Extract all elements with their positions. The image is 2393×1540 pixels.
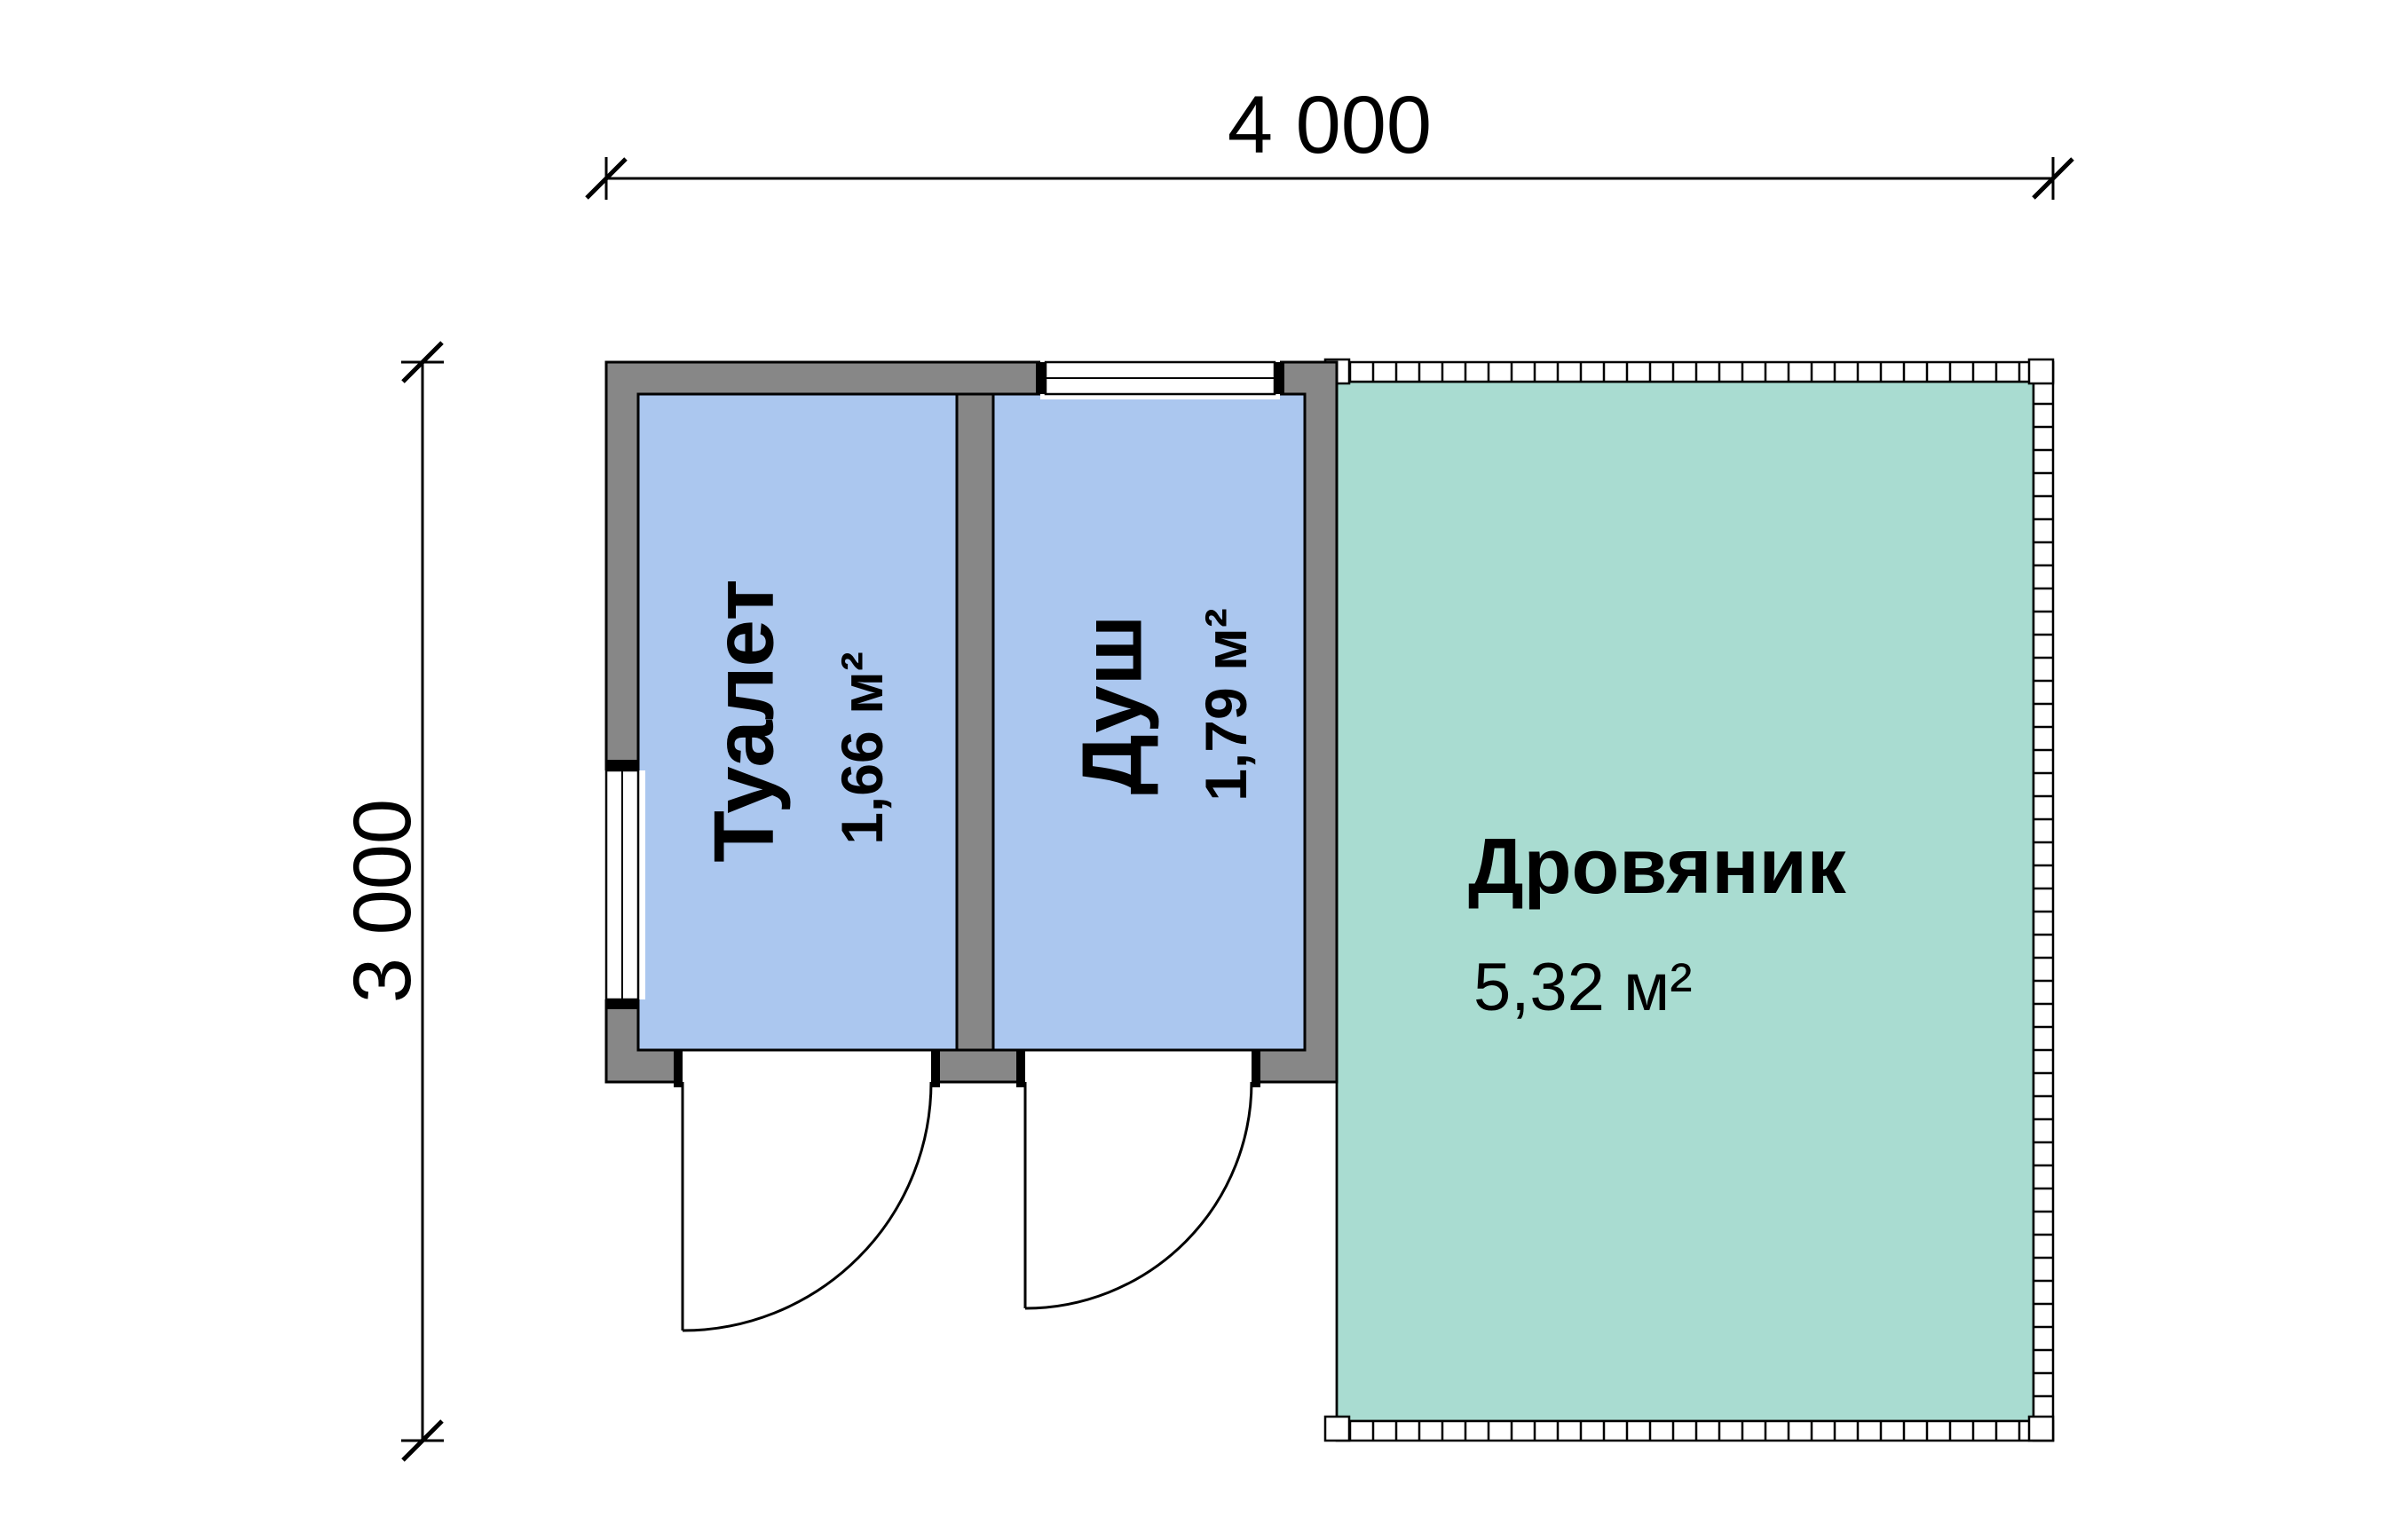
- dimension-width-label: 4 000: [1228, 80, 1432, 170]
- woodshed-corner-post: [1323, 1415, 1351, 1442]
- toilet-door-opening: [683, 1048, 931, 1087]
- door-jamb: [931, 1050, 940, 1087]
- woodshed-wall-right: [2032, 360, 2055, 1442]
- dimension-tick: [401, 1419, 444, 1462]
- dimension-height: [401, 341, 444, 1462]
- dimension-width: [585, 157, 2074, 200]
- toilet-door-swing-arc: [682, 1081, 933, 1332]
- shower-area-label: 1,79 м²: [1193, 608, 1259, 802]
- shower-floor: [991, 392, 1307, 1052]
- toilet-door: [681, 1081, 933, 1332]
- toilet-floor: [636, 392, 959, 1052]
- toilet-label: Туалет: [697, 579, 792, 862]
- woodshed-wall-top: [1335, 360, 2055, 383]
- dimension-height-label: 3 000: [337, 799, 428, 1003]
- window-jamb: [606, 760, 638, 770]
- door-jamb: [1016, 1050, 1025, 1087]
- window-jamb: [1275, 362, 1284, 394]
- woodshed-label: Дровяник: [1468, 822, 1847, 910]
- woodshed-corner-post: [2027, 1415, 2055, 1442]
- window-jamb: [606, 999, 638, 1009]
- top-window: [1036, 357, 1284, 399]
- dimension-tick: [401, 341, 444, 383]
- shower-door-opening: [1025, 1048, 1252, 1087]
- shower-door-swing-arc: [1024, 1081, 1253, 1310]
- dimension-tick: [2032, 157, 2074, 200]
- window-jamb: [1036, 362, 1046, 394]
- dimension-tick: [585, 157, 628, 200]
- room-woodshed: [1323, 358, 2055, 1442]
- shower-label: Душ: [1065, 615, 1160, 795]
- woodshed-floor: [1335, 380, 2035, 1423]
- building-block: [599, 357, 1339, 1332]
- woodshed-corner-post: [2027, 358, 2055, 385]
- woodshed-wall-bottom: [1335, 1419, 2055, 1442]
- shower-door: [1023, 1081, 1253, 1310]
- woodshed-area-label: 5,32 м²: [1473, 950, 1693, 1025]
- partition-wall: [955, 392, 995, 1052]
- door-jamb: [1252, 1050, 1260, 1087]
- toilet-area-label: 1,66 м²: [829, 652, 895, 845]
- door-jamb: [674, 1050, 683, 1087]
- left-window: [599, 760, 645, 1009]
